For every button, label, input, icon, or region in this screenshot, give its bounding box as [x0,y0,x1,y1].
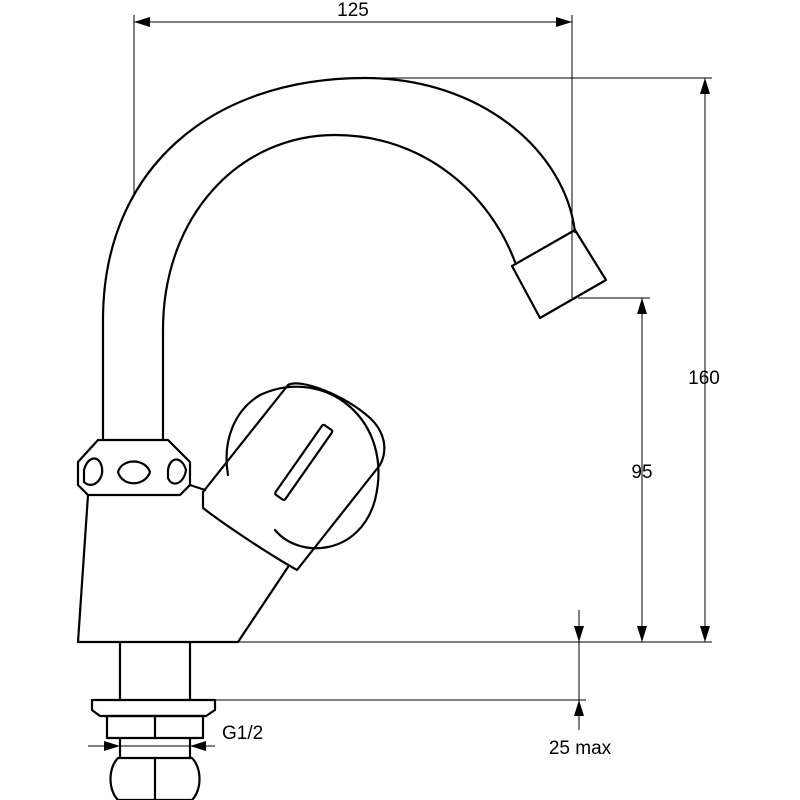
hex-collar [76,438,192,497]
connection-nut [109,756,201,800]
hex-collar-facet-mid [116,460,152,485]
dimension-lines: 125 160 95 25 max G1/2 [88,0,720,759]
handle-indicator-slot [274,423,334,501]
arrow-thread-left [104,741,120,751]
dim-label-width: 125 [337,0,369,21]
arrow-width-right [556,17,572,27]
arrow-spout-height-bottom [637,626,647,642]
lock-nut [105,714,205,740]
handle-rosette [258,385,380,550]
spout-pipe-inner [161,133,517,442]
tap-body [76,493,290,644]
mounting-plate [90,698,217,718]
arrow-total-height-bottom [700,626,710,642]
tap-body-side [188,483,207,492]
dim-label-thickness: 25 max [549,738,612,759]
dim-label-thread: G1/2 [222,723,263,744]
hex-collar-facet-right [166,458,188,485]
faucet-outline [76,76,608,800]
arrow-total-height-top [700,78,710,94]
dim-label-spout-height: 95 [631,462,652,483]
arrow-thickness-top [574,626,584,642]
dim-label-total-height: 160 [688,368,720,389]
spout-nozzle [510,228,608,320]
handle-lever [201,382,386,572]
arrow-thickness-bottom [574,700,584,716]
arrow-thread-right [190,741,206,751]
spout-pipe-outer [101,76,577,442]
arrow-spout-height-top [637,298,647,314]
handle-rosette-edge [225,393,262,477]
arrow-width-left [134,17,150,27]
hex-collar-facet-left [82,457,104,486]
